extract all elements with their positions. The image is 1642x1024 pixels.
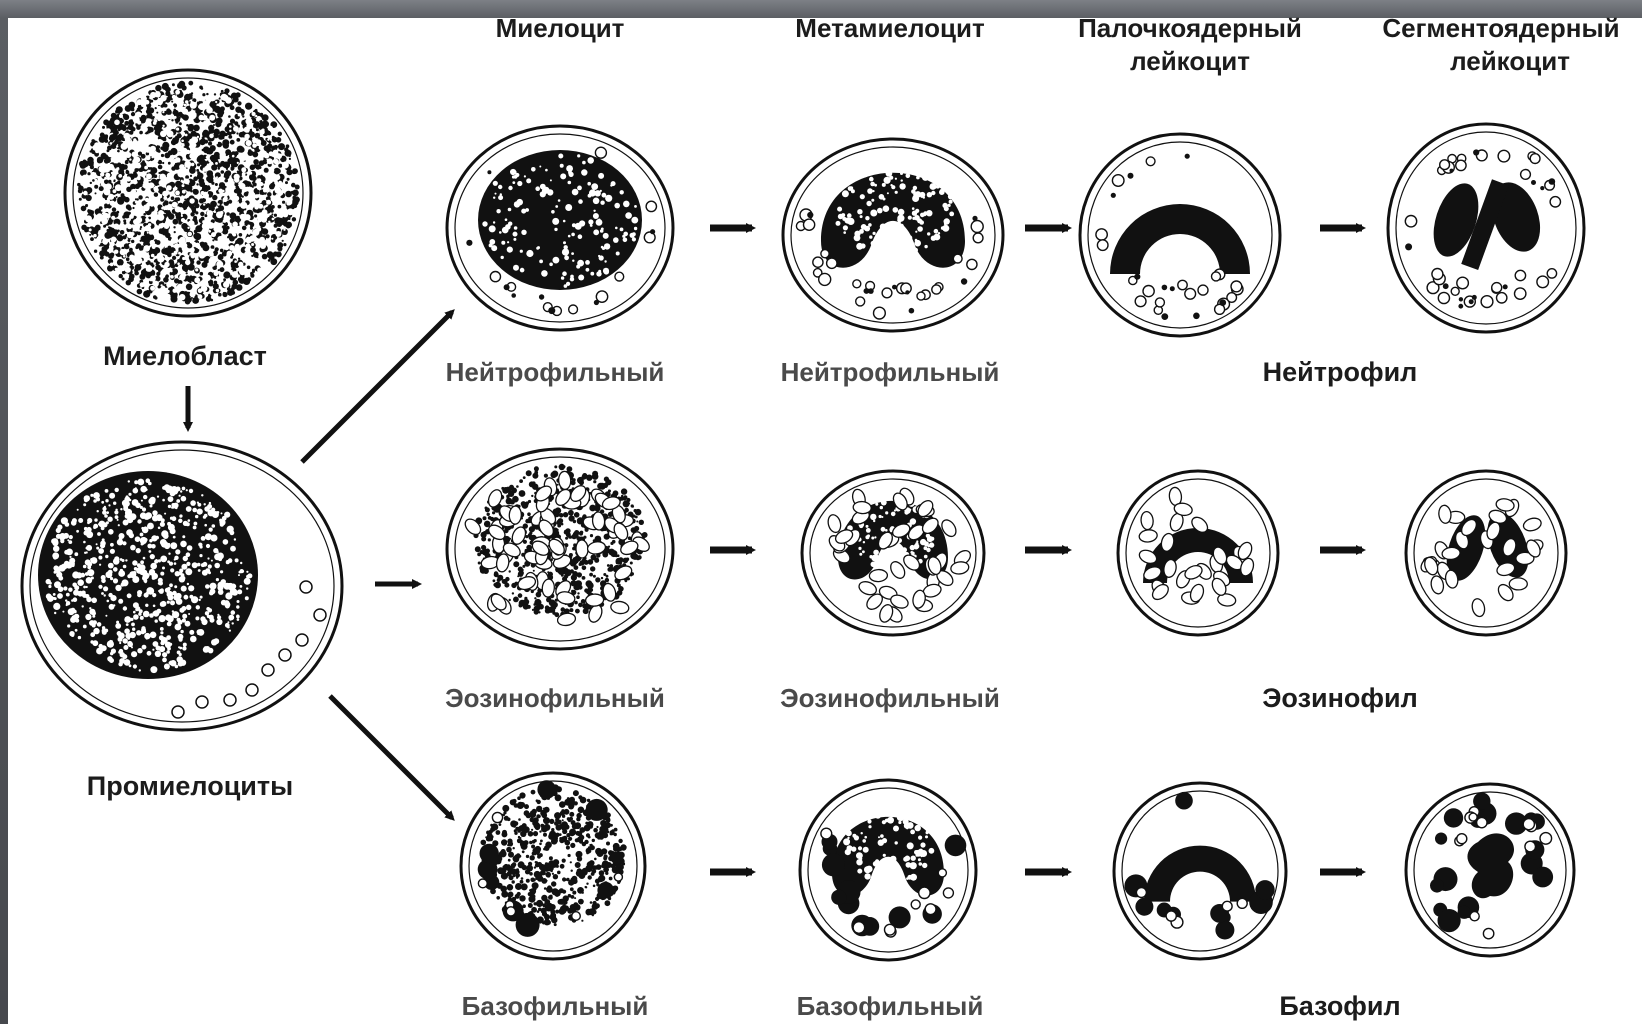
header-band-line2: лейкоцит: [1045, 45, 1335, 77]
label-basophilic-myelocyte: Базофильный: [420, 990, 690, 1022]
header-segmented-line1: Сегментоядерный: [1360, 12, 1642, 44]
label-myeloblast: Миелобласт: [70, 340, 300, 372]
myeloblast-cell: [65, 70, 311, 316]
header-myelocyte: Миелоцит: [460, 12, 660, 44]
basophilic-segmented-cell: [1406, 784, 1574, 956]
neutrophilic-metamyelocyte-cell: [783, 139, 1003, 331]
basophilic-myelocyte-cell: [461, 773, 645, 959]
label-eosinophil: Эозинофил: [1230, 682, 1450, 714]
basophilic-metamyelocyte-cell: [800, 780, 976, 960]
header-segmented-line2: лейкоцит: [1400, 45, 1620, 77]
label-basophil: Базофил: [1230, 990, 1450, 1022]
label-promyelocytes: Промиелоциты: [55, 770, 325, 802]
label-neutrophilic-myelocyte: Нейтрофильный: [420, 356, 690, 388]
label-eosinophilic-myelocyte: Эозинофильный: [420, 682, 690, 714]
header-metamyelocyte: Метамиелоцит: [770, 12, 1010, 44]
eosinophilic-metamyelocyte-cell: [802, 471, 984, 635]
header-band-line1: Палочкоядерный: [1045, 12, 1335, 44]
basophilic-band-cell: [1114, 783, 1286, 959]
promyelocyte-cell: [22, 442, 342, 730]
label-neutrophil: Нейтрофил: [1230, 356, 1450, 388]
label-neutrophilic-metamyelocyte: Нейтрофильный: [755, 356, 1025, 388]
neutrophilic-segmented-cell: [1388, 124, 1584, 332]
neutrophilic-myelocyte-cell: [447, 126, 673, 330]
arrow-promyelocyte-to-basophilic: [330, 696, 452, 818]
eosinophilic-segmented-cell: [1406, 471, 1566, 635]
label-basophilic-metamyelocyte: Базофильный: [755, 990, 1025, 1022]
label-eosinophilic-metamyelocyte: Эозинофильный: [755, 682, 1025, 714]
eosinophilic-band-cell: [1118, 471, 1278, 635]
neutrophilic-band-cell: [1080, 134, 1280, 336]
eosinophilic-myelocyte-cell: [447, 449, 673, 649]
